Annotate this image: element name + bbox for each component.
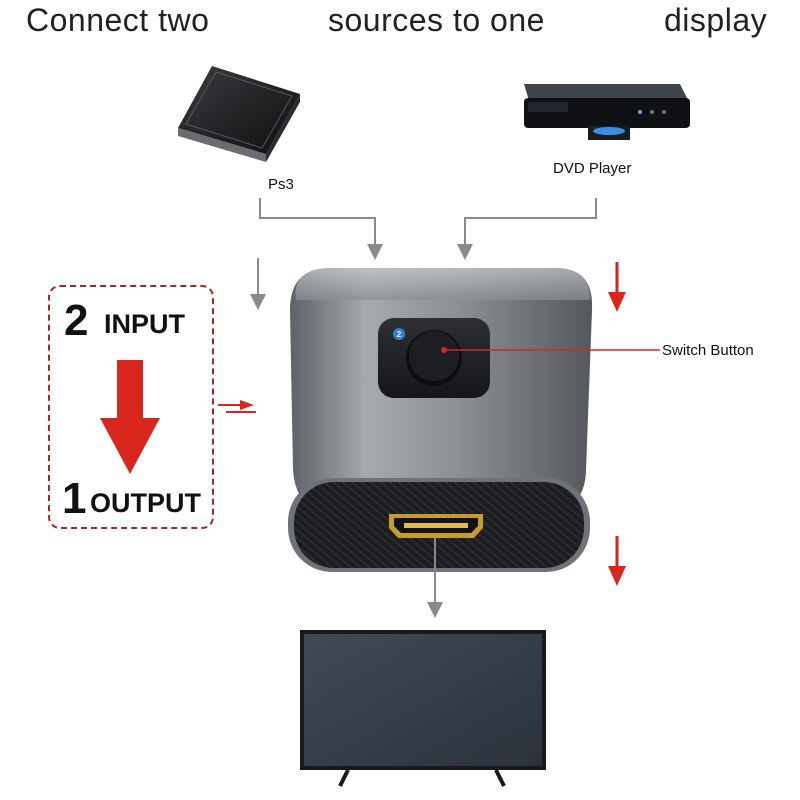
ps3-label: Ps3	[268, 176, 294, 193]
pointer-red-arrow	[218, 400, 256, 413]
svg-text:2: 2	[397, 330, 402, 339]
dvd-connection-arrow	[457, 198, 597, 260]
input-word: INPUT	[104, 309, 185, 339]
input-count: 2	[64, 296, 89, 345]
input-to-output-arrow	[100, 360, 160, 474]
dvd-player-image	[524, 84, 690, 140]
dvd-player-label: DVD Player	[553, 160, 632, 177]
hdmi-output-port	[389, 514, 483, 538]
ps3-console-image	[178, 66, 300, 162]
bottom-red-down-arrow	[608, 536, 626, 586]
switch-button[interactable]: 2	[378, 318, 490, 398]
side-down-arrow-gray	[250, 258, 266, 310]
headline-part-1: Connect two	[26, 2, 210, 38]
switch-button-label: Switch Button	[662, 342, 754, 359]
ps3-connection-arrow	[259, 198, 383, 260]
io-info-box	[48, 285, 214, 529]
top-red-down-arrow	[608, 262, 626, 312]
output-word: OUTPUT	[90, 488, 201, 518]
headline-part-3: display	[664, 2, 768, 38]
output-arrow	[427, 538, 443, 618]
output-count: 1	[62, 474, 87, 523]
tv-display	[300, 630, 546, 787]
headline-part-2: sources to one	[328, 2, 545, 38]
